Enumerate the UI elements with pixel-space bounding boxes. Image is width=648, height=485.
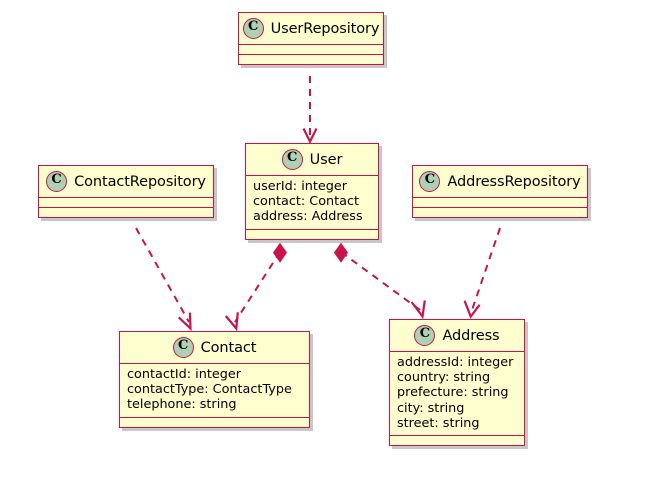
attribute-line: addressId: integer [397, 355, 514, 370]
class-methods-compartment [246, 230, 378, 239]
class-box-contactrepository[interactable]: C ContactRepository [38, 165, 214, 218]
class-methods-compartment [120, 418, 309, 427]
open-arrowhead [410, 300, 426, 320]
class-attributes-compartment: userId: integer contact: Contact address… [246, 176, 378, 230]
class-box-addressrepository[interactable]: C AddressRepository [412, 165, 588, 218]
open-arrowhead [463, 300, 481, 319]
edge-userrepository-to-user [302, 76, 318, 144]
class-c-icon: C [414, 325, 436, 346]
class-header: C User [246, 144, 378, 176]
attribute-line: address: Address [253, 209, 363, 225]
filled-diamond [333, 242, 349, 263]
edge-addressrepository-to-address [463, 227, 501, 319]
class-c-icon: C [46, 171, 68, 192]
class-header: C AddressRepository [413, 166, 587, 198]
class-name: User [309, 151, 343, 168]
class-box-userrepository[interactable]: C UserRepository [238, 12, 384, 65]
class-header: C ContactRepository [39, 166, 213, 198]
class-methods-compartment [239, 55, 383, 64]
open-arrowhead [178, 312, 192, 332]
class-header: C Contact [120, 332, 309, 364]
class-box-address[interactable]: C Address addressId: integer country: st… [389, 319, 525, 447]
class-methods-compartment [413, 208, 587, 217]
class-box-user[interactable]: C User userId: integer contact: Contact … [245, 143, 379, 240]
attribute-line: city: string [397, 400, 465, 416]
attribute-line: contactType: ContactType [127, 382, 292, 398]
class-c-icon: C [281, 149, 303, 170]
class-name: Address [442, 327, 500, 344]
class-attributes-compartment: contactId: integer contactType: ContactT… [120, 364, 309, 418]
edge-contactrepository-to-contact [135, 227, 192, 332]
class-attributes-compartment [39, 198, 213, 208]
attribute-line: country: string [397, 370, 491, 386]
edge-line [135, 227, 190, 323]
class-header: C Address [390, 320, 524, 352]
class-methods-compartment [390, 436, 524, 445]
class-name: Contact [200, 339, 257, 356]
class-header: C UserRepository [239, 13, 383, 45]
filled-diamond [272, 242, 288, 263]
edge-line [471, 227, 501, 311]
class-name: UserRepository [270, 20, 380, 37]
attribute-line: prefecture: string [397, 385, 509, 401]
class-attributes-compartment [239, 45, 383, 55]
attribute-line: userId: integer [253, 179, 348, 194]
edge-line [234, 251, 281, 323]
attribute-line: contact: Contact [253, 194, 360, 210]
open-arrowhead [302, 128, 318, 144]
open-arrowhead [224, 312, 239, 332]
attribute-line: street: string [397, 415, 480, 431]
edge-user-to-address [333, 242, 426, 320]
edge-line [340, 251, 421, 311]
class-box-contact[interactable]: C Contact contactId: integer contactType… [119, 331, 310, 428]
class-methods-compartment [39, 208, 213, 217]
class-c-icon: C [172, 337, 194, 358]
class-c-icon: C [419, 171, 441, 192]
class-c-icon: C [242, 18, 264, 39]
class-name: ContactRepository [74, 173, 206, 190]
class-attributes-compartment [413, 198, 587, 208]
class-name: AddressRepository [447, 173, 581, 190]
attribute-line: telephone: string [127, 397, 237, 413]
class-attributes-compartment: addressId: integer country: string prefe… [390, 352, 524, 437]
attribute-line: contactId: integer [127, 367, 241, 382]
edge-user-to-contact [224, 242, 288, 332]
